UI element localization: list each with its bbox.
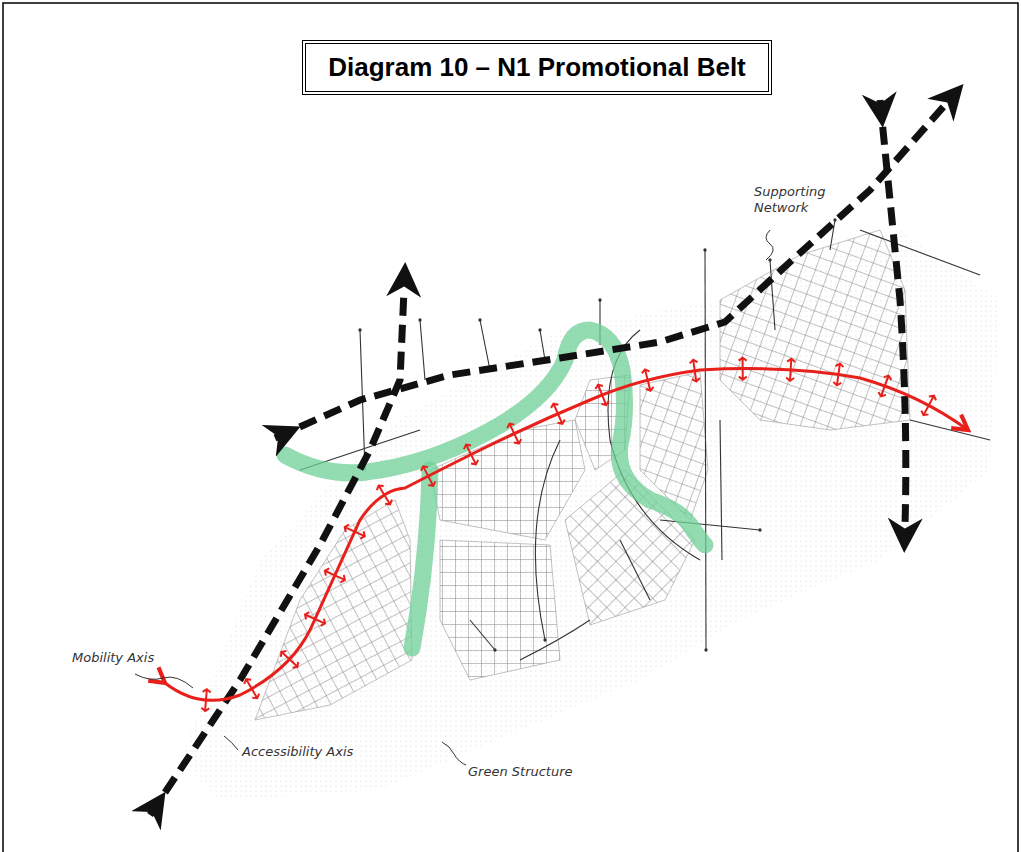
tick-mark bbox=[464, 445, 471, 455]
map-label: Green Structure bbox=[466, 764, 575, 780]
map-label: Accessibility Axis bbox=[240, 744, 355, 760]
tick-mark bbox=[252, 689, 259, 699]
tick-mark bbox=[305, 612, 315, 619]
tick-mark bbox=[690, 360, 698, 371]
diagram-title: Diagram 10 – N1 Promotional Belt bbox=[302, 40, 772, 95]
tick-mark bbox=[787, 359, 795, 370]
tick-mark bbox=[739, 358, 747, 369]
tick-mark bbox=[335, 575, 345, 582]
tick-mark bbox=[325, 568, 335, 575]
tick-mark bbox=[642, 369, 650, 380]
map-label: Mobility Axis bbox=[70, 650, 156, 666]
tick-mark bbox=[646, 380, 654, 391]
accessibility-ticks bbox=[201, 358, 936, 711]
tick-mark bbox=[203, 689, 211, 700]
tick-mark bbox=[836, 364, 844, 375]
tick-mark bbox=[244, 679, 251, 689]
leader-lines bbox=[135, 230, 773, 766]
accessibility-axis bbox=[165, 369, 968, 701]
tick-mark bbox=[345, 525, 355, 532]
tick-mark bbox=[786, 370, 794, 381]
tick-mark bbox=[557, 414, 564, 424]
tick-mark bbox=[929, 396, 936, 406]
tick-mark bbox=[692, 371, 700, 382]
urban-grids bbox=[255, 230, 910, 720]
tick-mark bbox=[471, 454, 478, 464]
tick-mark bbox=[833, 374, 841, 385]
mobility-axis bbox=[150, 100, 945, 815]
tick-mark bbox=[421, 466, 428, 476]
supporting-network-lines bbox=[300, 220, 990, 660]
tick-mark bbox=[514, 434, 521, 444]
tick-mark bbox=[384, 495, 392, 504]
tick-mark bbox=[281, 651, 290, 659]
tick-mark bbox=[601, 395, 608, 405]
tick-mark bbox=[507, 424, 514, 434]
tick-mark bbox=[377, 486, 385, 495]
tick-mark bbox=[201, 700, 209, 711]
tick-mark bbox=[921, 405, 928, 415]
tick-mark bbox=[551, 404, 558, 414]
stipple-ground bbox=[180, 230, 1000, 800]
tick-mark bbox=[595, 385, 602, 395]
tick-mark bbox=[428, 476, 435, 486]
tick-mark bbox=[739, 369, 747, 380]
tick-mark bbox=[884, 376, 892, 386]
tick-mark bbox=[878, 386, 886, 396]
frame bbox=[3, 3, 1018, 852]
tick-mark bbox=[289, 659, 298, 667]
tick-mark bbox=[355, 531, 365, 538]
map-label: Supporting Network bbox=[752, 184, 836, 215]
tick-mark bbox=[315, 619, 325, 626]
